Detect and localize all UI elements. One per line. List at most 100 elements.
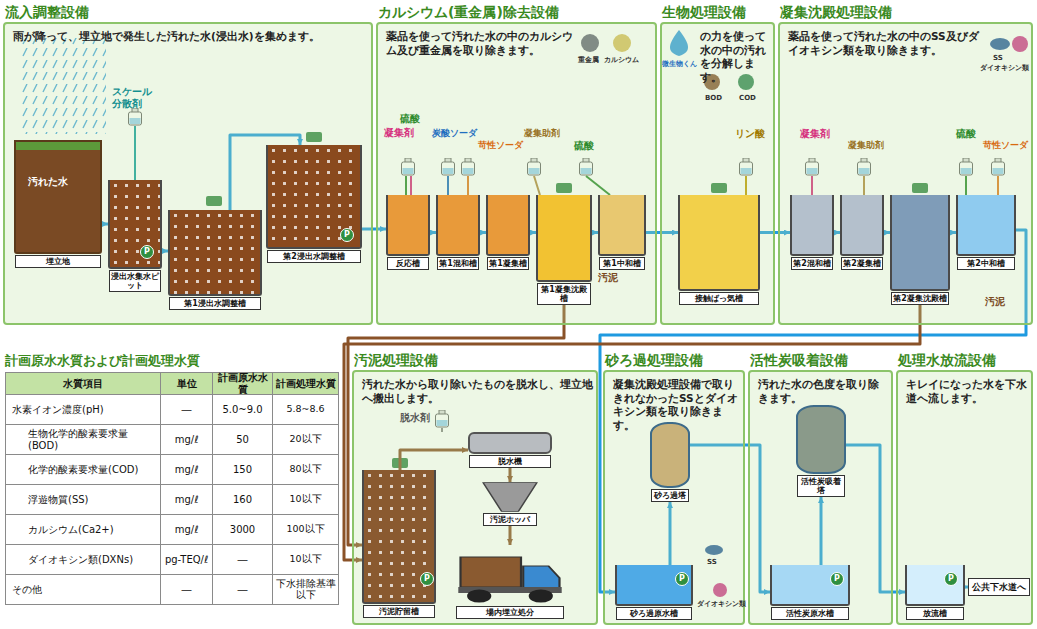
table-cell: 生物化学的酸素要求量(BOD) xyxy=(5,424,161,455)
section-description: 薬品を使って汚れた水の中のカルシウム及び重金属を取り除きます。 xyxy=(386,30,576,57)
settling-tank-body xyxy=(890,195,950,291)
sludge-hopper: 汚泥ホッパ xyxy=(482,482,538,526)
chemical-label: カルシウム xyxy=(604,56,639,64)
section-heading: 活性炭吸着設備 xyxy=(750,352,848,369)
flocculation-tank: 第2凝集槽 xyxy=(840,195,884,270)
dump-truck-shape xyxy=(455,545,565,605)
aeration-tank-body xyxy=(678,195,760,291)
table-cell: ― xyxy=(212,574,273,605)
tank-caption: 砂ろ過塔 xyxy=(651,489,689,502)
tank-caption: 第2中和槽 xyxy=(957,257,1015,270)
reaction-tank-body xyxy=(386,195,430,256)
tank-caption: 第1凝集槽 xyxy=(487,257,529,270)
settling-tank: 第1凝集沈殿槽 xyxy=(536,195,592,305)
table-cell: 80以下 xyxy=(272,454,339,485)
settling-tank-body xyxy=(536,195,592,282)
tank-caption: 活性炭吸着塔 xyxy=(797,475,845,497)
tank-caption: 汚泥ホッパ xyxy=(483,513,537,526)
mixing-tank: 第1混和槽 xyxy=(436,195,480,270)
section-panel: 汚泥処理設備汚れた水から取り除いたものを脱水し、埋立地へ搬出します。汚泥貯留槽脱… xyxy=(352,370,598,625)
section-description: 汚れた水から取り除いたものを脱水し、埋立地へ搬出します。 xyxy=(362,378,594,405)
pump-symbol: P xyxy=(944,572,958,586)
sand-filter-tower: 砂ろ過塔 xyxy=(650,422,690,502)
section-panel: 砂ろ過処理設備凝集沈殿処理設備で取りきれなかったSSとダイオキシン類を取り除きま… xyxy=(603,370,745,625)
collection-pit: 浸出水集水ピット xyxy=(108,180,162,292)
table-title: 計画原水水質および計画処理水質 xyxy=(5,353,200,369)
chemical-label: 凝集剤 xyxy=(384,127,414,139)
sewer-outlet: 公共下水道へ xyxy=(968,578,1030,596)
table-cell: カルシウム(Ca2+) xyxy=(5,514,161,545)
pump-symbol: P xyxy=(675,572,689,586)
table-cell: 3000 xyxy=(212,514,273,545)
table-cell: 150 xyxy=(212,454,273,485)
table-cell: ― xyxy=(160,574,213,605)
section-panel: 処理水放流設備キレイになった水を下水道へ流します。放流槽公共下水道へ xyxy=(896,370,1033,625)
outlet-label: 公共下水道へ xyxy=(969,579,1029,595)
settling-tank: 第2凝集沈殿槽 xyxy=(890,195,950,305)
chemical-label: 汚泥 xyxy=(985,296,1005,308)
table-cell: ― xyxy=(160,394,213,425)
table-cell: ダイオキシン類(DXNs) xyxy=(5,544,161,575)
landfill-pit-body xyxy=(14,140,102,254)
chemical-label: 凝集助剤 xyxy=(848,140,884,151)
reaction-tank: 反応槽 xyxy=(386,195,430,270)
section-description: の力を使って水の中の汚れを分解します。 xyxy=(700,30,773,85)
tank-caption: 活性炭原水槽 xyxy=(771,607,849,620)
tank-caption: 接触ばっ気槽 xyxy=(679,292,759,305)
mixing-tank-body xyxy=(790,195,834,256)
table-header: 計画処理水質 xyxy=(272,372,339,395)
chemical-label: 汚泥 xyxy=(598,272,618,284)
table-cell: 下水排除基準以下 xyxy=(272,574,339,605)
table-cell: ― xyxy=(212,544,273,575)
tank-caption: 反応槽 xyxy=(387,257,429,270)
table-header: 水質項目 xyxy=(5,372,161,395)
tank-caption: 第2浸出水調整槽 xyxy=(267,250,361,263)
tank-caption: 第1浸出水調整槽 xyxy=(169,297,261,310)
chemical-label: 微生物くん xyxy=(662,60,697,68)
section-heading: 流入調整設備 xyxy=(5,4,89,21)
carbon-tower-body xyxy=(796,405,846,474)
table-header: 単位 xyxy=(160,372,213,395)
table-cell: 浮遊物質(SS) xyxy=(5,484,161,515)
tank-caption: 第2凝集槽 xyxy=(841,257,883,270)
chemical-label: COD xyxy=(739,94,756,102)
tank-caption: 埋立地 xyxy=(15,255,101,268)
chemical-label: 苛性ソーダ xyxy=(983,140,1028,151)
chemical-label: ダイオキシン類 xyxy=(980,64,1029,72)
chemical-label: 凝集剤 xyxy=(800,128,830,140)
sludge-tank: 汚泥貯留槽 xyxy=(362,470,436,618)
tank-caption: 放流槽 xyxy=(906,607,964,620)
adjust-tank: 第2浸出水調整槽 xyxy=(266,145,362,263)
table-cell: mg/ℓ xyxy=(160,454,213,485)
chemical-label: 硫酸 xyxy=(400,113,420,125)
section-heading: 汚泥処理設備 xyxy=(354,352,438,369)
table-cell: pg-TEQ/ℓ xyxy=(160,544,213,575)
table-cell: 5.0~9.0 xyxy=(212,394,273,425)
chemical-label: SS xyxy=(707,558,717,566)
table-cell: 10以下 xyxy=(272,544,339,575)
chemical-label: 脱水剤 xyxy=(400,412,430,424)
tank-caption: 砂ろ過原水槽 xyxy=(616,607,692,620)
tank-caption: 脱水機 xyxy=(469,455,551,468)
chemical-label: ダイオキシン類 xyxy=(697,601,746,609)
dewatering-machine: 脱水機 xyxy=(468,432,552,468)
chemical-label: 汚れた水 xyxy=(28,176,68,188)
chemical-label: 硫酸 xyxy=(956,128,976,140)
section-heading: 凝集沈殿処理設備 xyxy=(780,4,892,21)
table-cell: 水素イオン濃度(pH) xyxy=(5,394,161,425)
neutralization-tank: 第2中和槽 xyxy=(956,195,1016,270)
section-description: 汚れた水の色度を取り除きます。 xyxy=(758,378,888,405)
flocculation-tank-body xyxy=(840,195,884,256)
pump-symbol: P xyxy=(140,245,154,259)
pump-symbol: P xyxy=(420,572,434,586)
mixing-tank-body xyxy=(436,195,480,256)
table-cell: 5.8~8.6 xyxy=(272,394,339,425)
dewatering-machine-body xyxy=(468,432,552,454)
table-cell: mg/ℓ xyxy=(160,514,213,545)
table-cell: 10以下 xyxy=(272,484,339,515)
pump-symbol: P xyxy=(340,228,354,242)
table-cell: 化学的酸素要求量(COD) xyxy=(5,454,161,485)
pump-symbol: P xyxy=(830,572,844,586)
flocculation-tank-body xyxy=(486,195,530,256)
discharge-tank-body xyxy=(905,565,965,606)
